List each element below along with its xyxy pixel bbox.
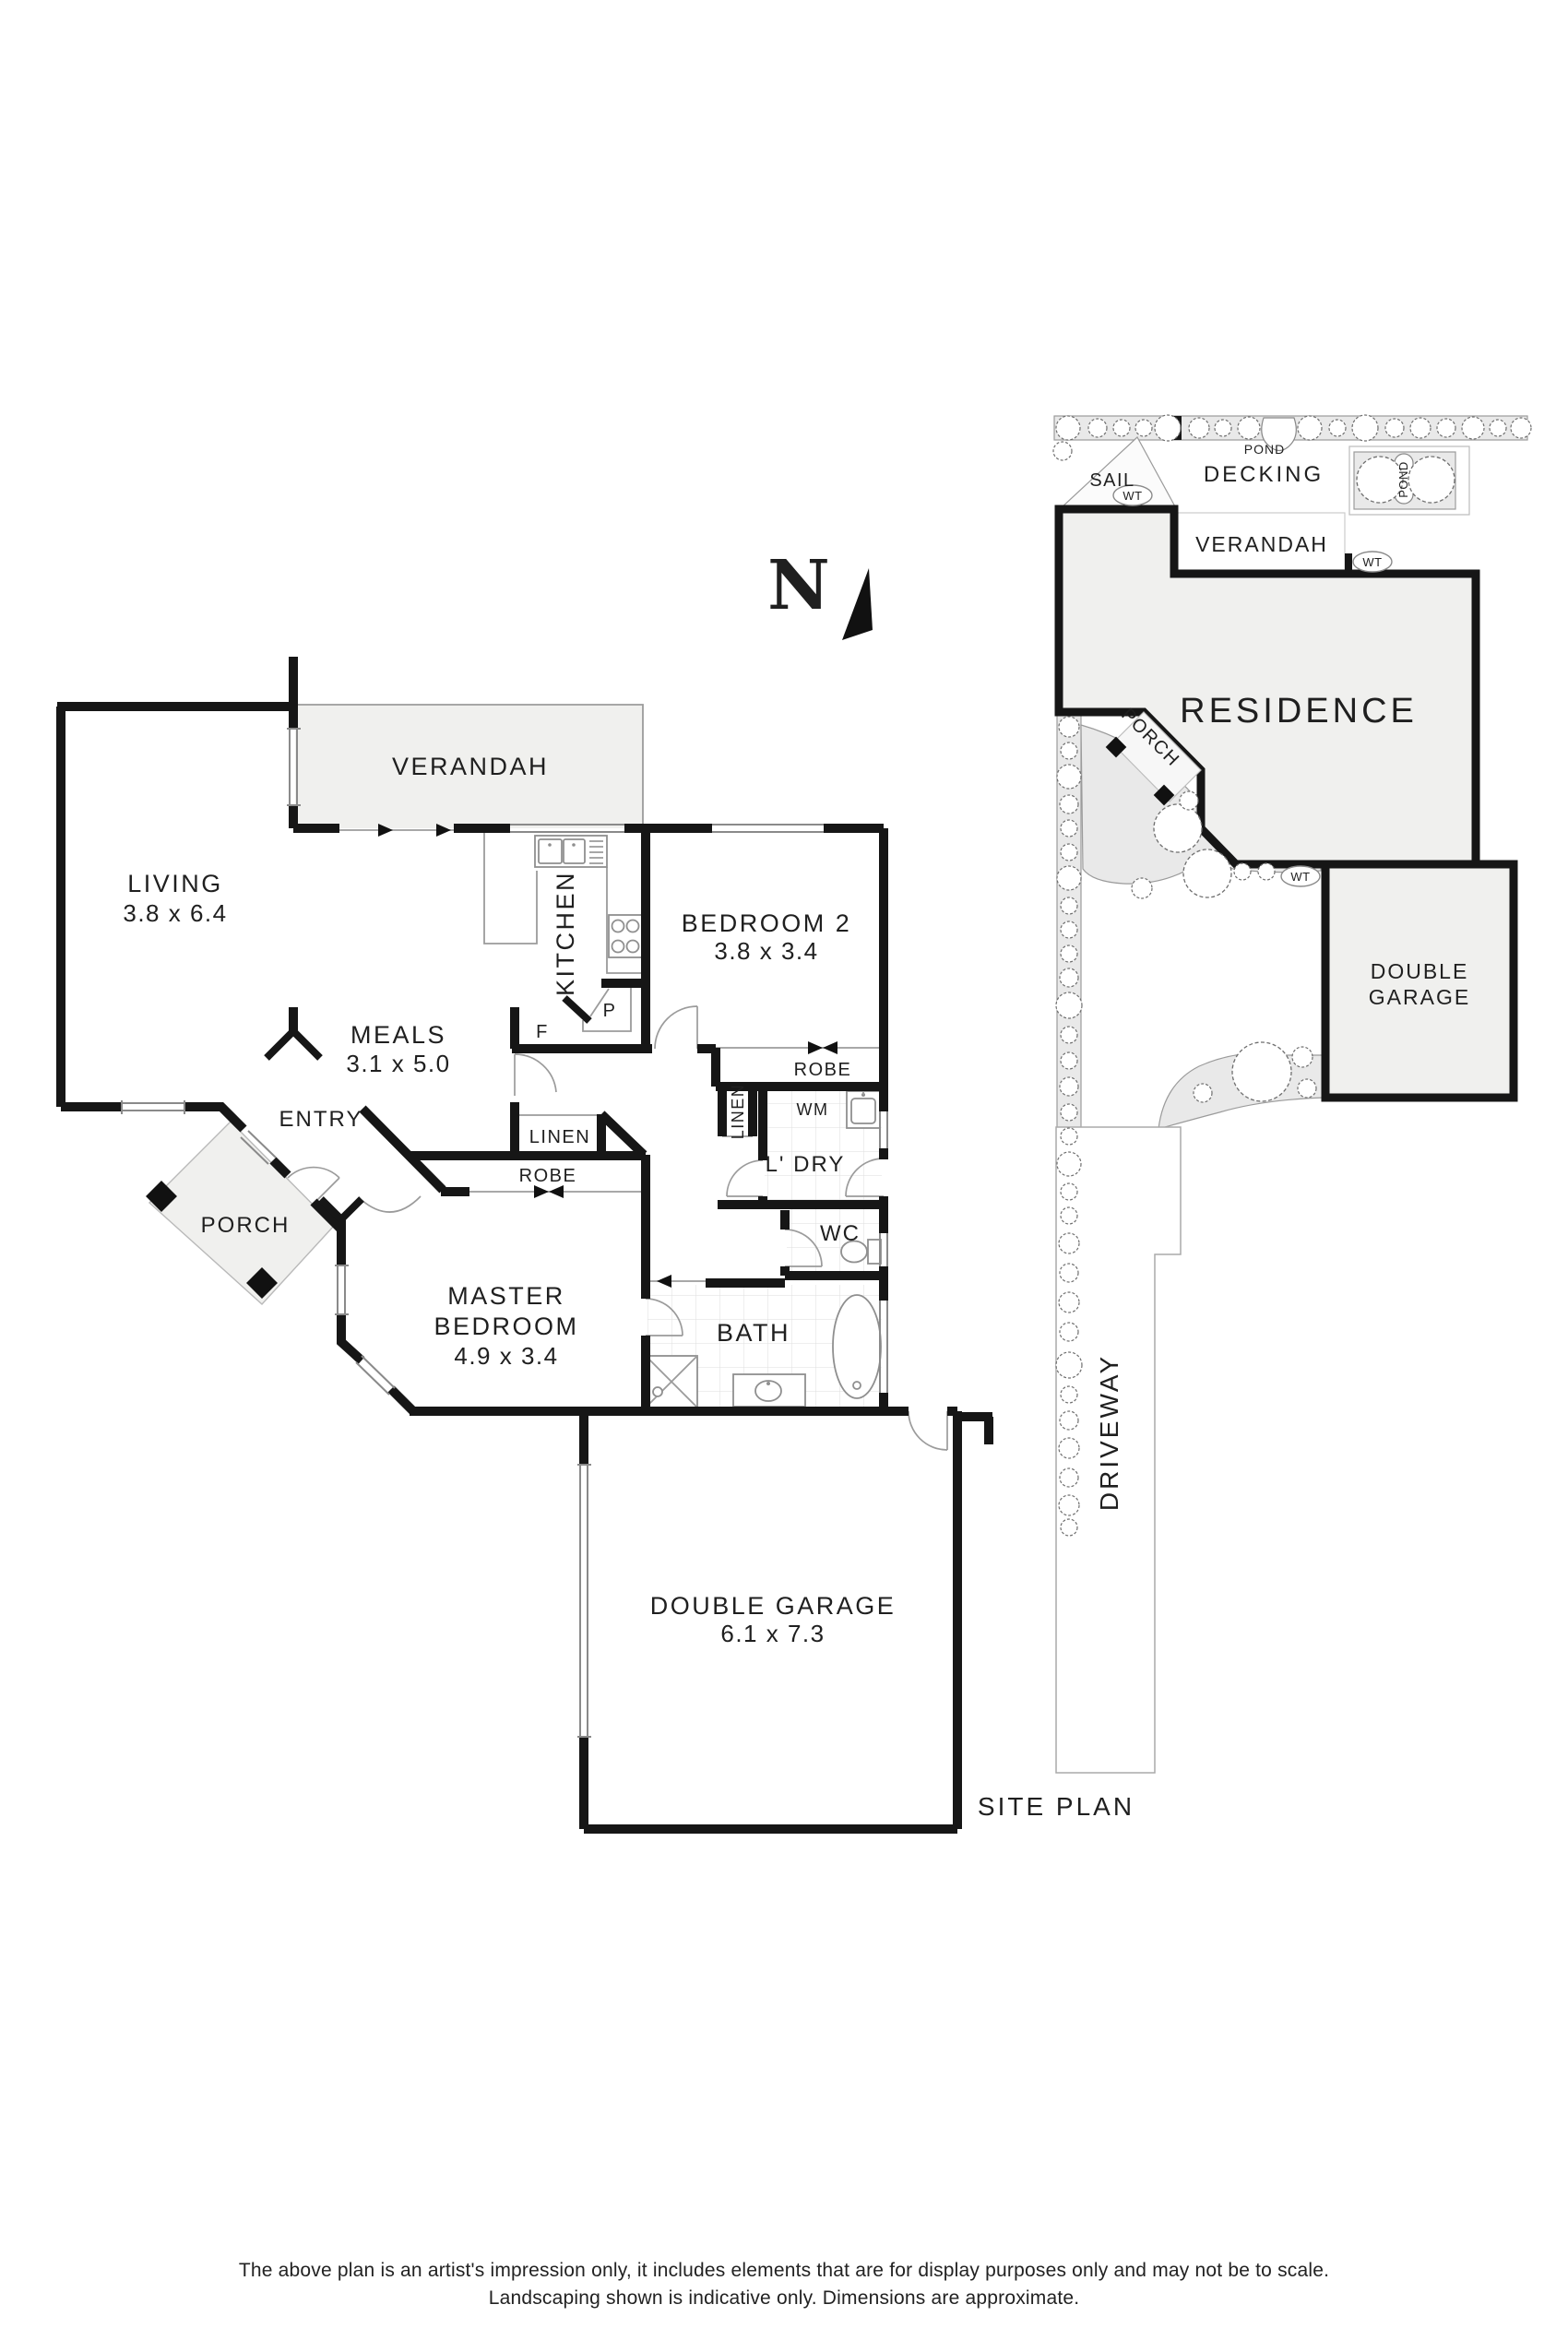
- verandah-outline: [293, 704, 644, 828]
- vanity-icon: [732, 1373, 806, 1408]
- site-porch-floor: [1111, 711, 1202, 802]
- left-strip-bushes: [1055, 716, 1083, 1537]
- meals-label: MEALS: [350, 1021, 446, 1049]
- bedroom2-label: BEDROOM 2: [682, 909, 852, 937]
- garage-label: DOUBLE GARAGE: [650, 1592, 897, 1620]
- north-arrow-icon: [842, 568, 873, 640]
- shower-icon: [645, 1355, 698, 1408]
- site-porch-post-icon: [1153, 784, 1175, 806]
- master-bedroom-dims: 4.9 x 3.4: [454, 1342, 558, 1370]
- windows: [121, 728, 888, 1738]
- disclaimer: The above plan is an artist's impression…: [239, 2260, 1329, 2309]
- linen-laundry-label: LINEN: [729, 1084, 747, 1140]
- site-plan: POND SAIL WT WT WT DECKING POND VERANDAH…: [978, 414, 1532, 1821]
- pond-side-label: POND: [1396, 461, 1410, 498]
- living-label: LIVING: [127, 870, 223, 897]
- kitchen-bench: [483, 833, 644, 1032]
- water-tanks: [1112, 484, 1393, 887]
- verandah-label: VERANDAH: [392, 753, 549, 780]
- master-bedroom-label-line2: BEDROOM: [434, 1313, 578, 1340]
- disclaimer-line2: Landscaping shown is indicative only. Di…: [489, 2287, 1080, 2309]
- pond-bed-outline: [1348, 445, 1470, 516]
- wc-label: WC: [820, 1221, 861, 1246]
- residence-label: RESIDENCE: [1180, 692, 1418, 731]
- garage-dims: 6.1 x 7.3: [720, 1620, 825, 1647]
- bathtub-icon: [832, 1294, 882, 1399]
- site-garage-label-line1: DOUBLE: [1371, 959, 1469, 983]
- site-plan-title: SITE PLAN: [978, 1792, 1134, 1821]
- kitchen-label: KITCHEN: [552, 871, 579, 996]
- sliding-doors: [339, 824, 884, 1288]
- water-tank-label: WT: [1362, 555, 1382, 569]
- laundry-tub-icon: [846, 1087, 881, 1129]
- water-tank-label: WT: [1290, 870, 1310, 884]
- north-letter: N: [767, 546, 830, 625]
- porch-label: PORCH: [201, 1213, 291, 1238]
- meals-dims: 3.1 x 5.0: [346, 1050, 450, 1077]
- linen-hall-label: LINEN: [529, 1127, 590, 1147]
- porch-post-icon: [146, 1181, 177, 1212]
- verandah-floor: [295, 705, 643, 828]
- porch-floor: [148, 1121, 335, 1305]
- door-swings: [287, 1005, 948, 1451]
- living-dims: 3.8 x 6.4: [123, 899, 227, 927]
- residence-outline: [1054, 505, 1480, 869]
- bedroom2-dims: 3.8 x 3.4: [714, 937, 818, 965]
- robe-bedroom2-label: ROBE: [794, 1060, 852, 1080]
- driveway-label: DRIVEWAY: [1095, 1354, 1123, 1511]
- wm-label: WM: [797, 1100, 829, 1119]
- pantry-label: P: [603, 1001, 617, 1021]
- laundry-label: L' DRY: [766, 1152, 846, 1177]
- bath-label: BATH: [717, 1319, 790, 1347]
- toilet-icon: [840, 1239, 882, 1265]
- master-bedroom-label-line1: MASTER: [447, 1282, 565, 1310]
- site-porch-post-icon: [1105, 736, 1127, 758]
- site-verandah-area: [1177, 512, 1346, 571]
- closet-lines: [519, 1114, 753, 1137]
- top-strip-bushes: [1052, 414, 1532, 461]
- main-floor-plan: VERANDAH LIVING 3.8 x 6.4 MEALS 3.1 x 5.…: [56, 657, 993, 1834]
- sail-label: SAIL: [1089, 470, 1134, 491]
- pond-top-shape: [1261, 417, 1297, 452]
- water-tank-label: WT: [1123, 489, 1142, 503]
- site-trees: [1131, 456, 1455, 1103]
- fridge-label: F: [536, 1022, 549, 1042]
- site-garage-outline: [1321, 860, 1518, 1102]
- driveway-surface: [1055, 1126, 1182, 1774]
- site-garage-label-line2: GARAGE: [1369, 985, 1470, 1009]
- porch-post-icon: [246, 1267, 278, 1299]
- cooktop-icon: [608, 914, 643, 958]
- pond-top-label: POND: [1244, 442, 1285, 457]
- disclaimer-line1: The above plan is an artist's impression…: [239, 2260, 1329, 2281]
- walls: [56, 657, 993, 1834]
- entry-label: ENTRY: [279, 1107, 363, 1132]
- kitchen-sink-icon: [534, 835, 608, 868]
- site-verandah-label: VERANDAH: [1195, 532, 1328, 556]
- north-indicator: N: [767, 546, 873, 640]
- decking-label: DECKING: [1204, 462, 1324, 487]
- robe-master-label: ROBE: [519, 1166, 577, 1186]
